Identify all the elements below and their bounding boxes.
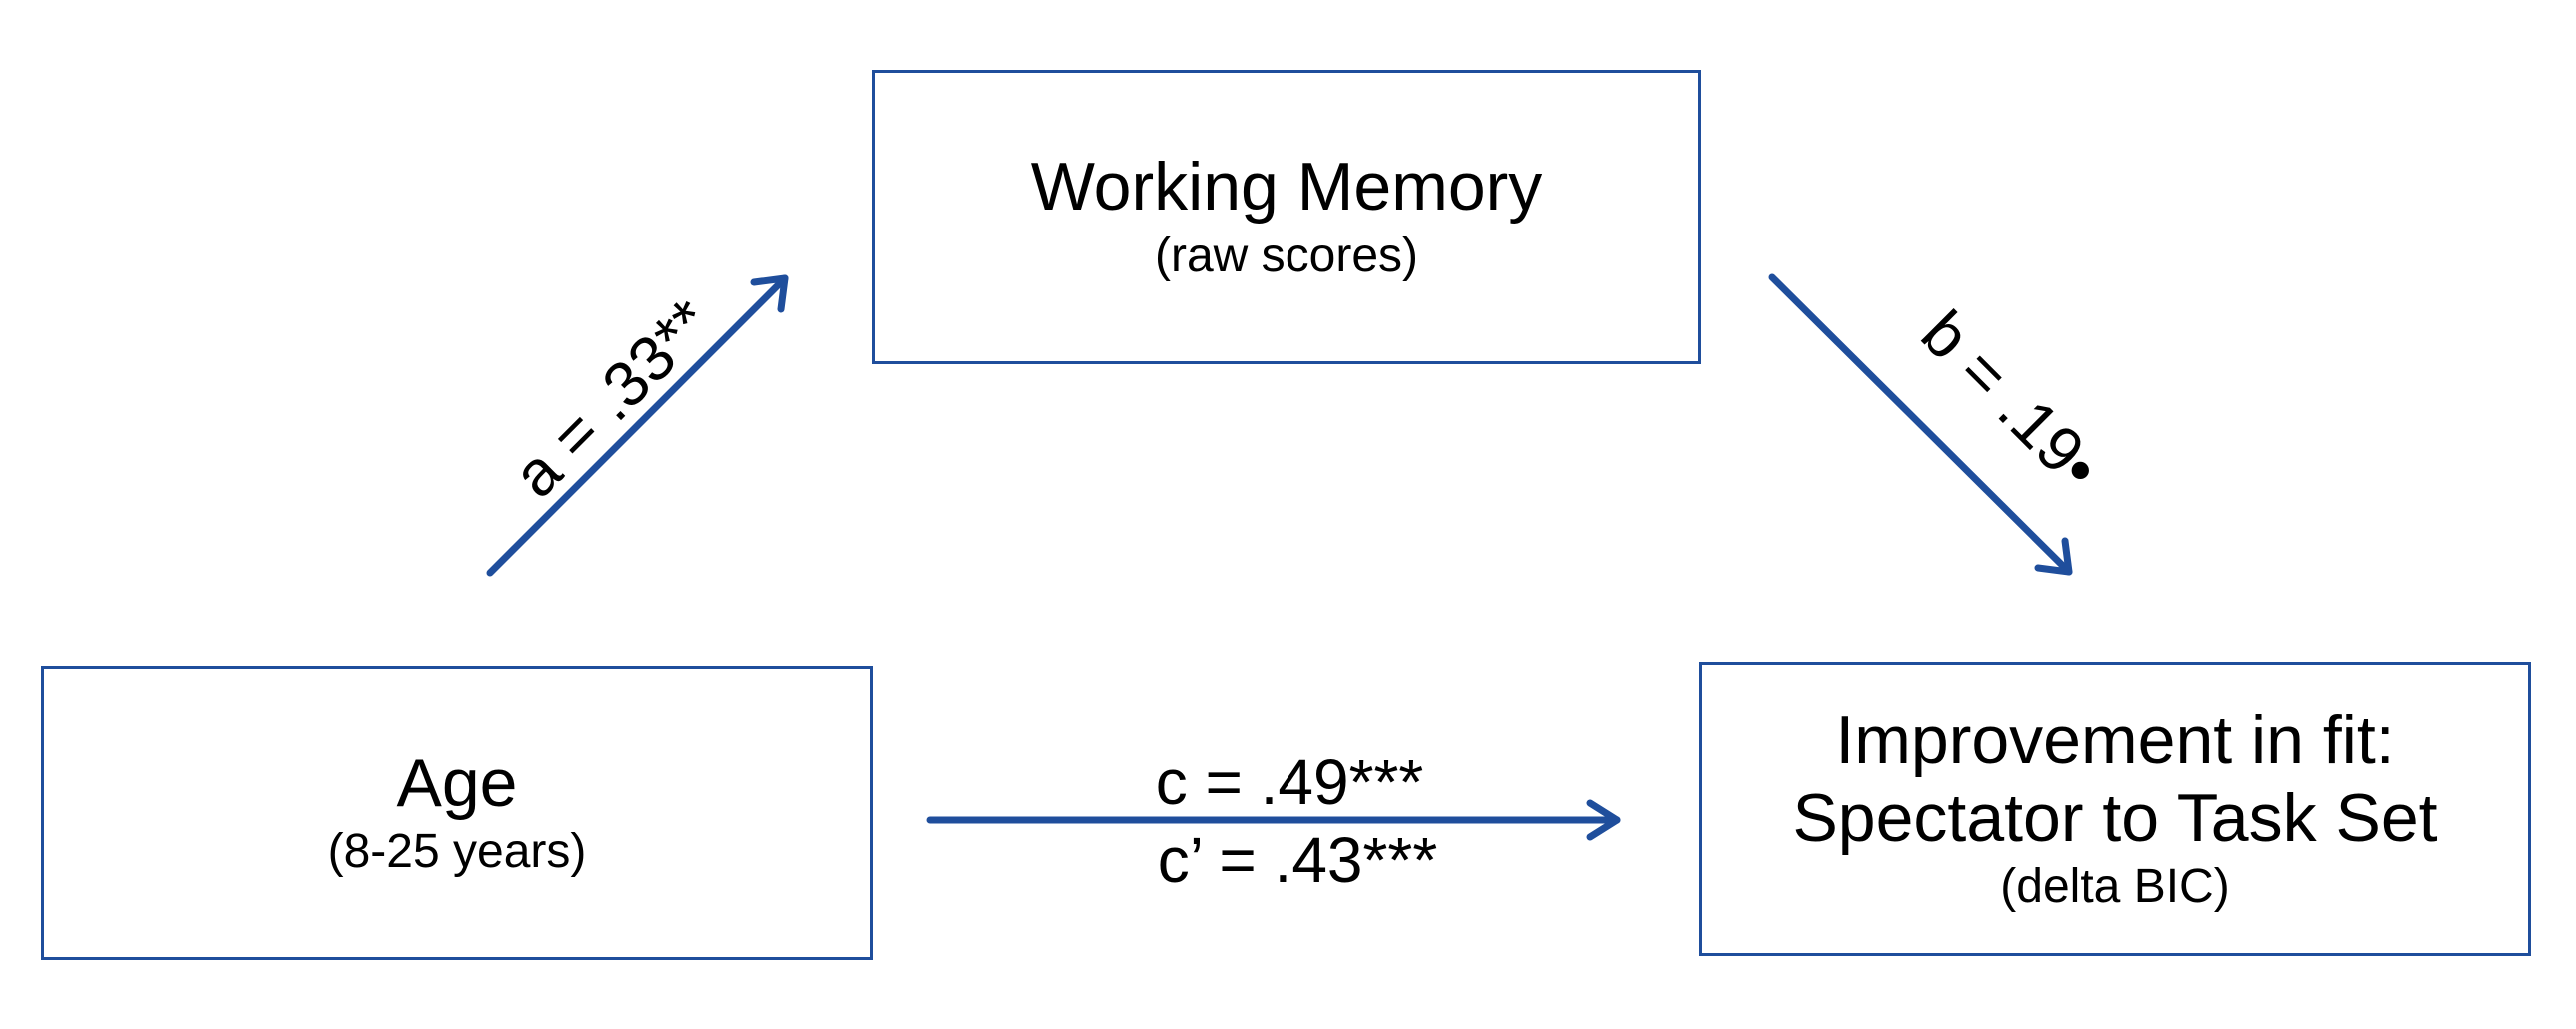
improvement-title-line2: Spectator to Task Set — [1792, 780, 2438, 856]
arrow-b-line — [1768, 273, 2073, 576]
arrow-b-head — [2034, 537, 2073, 576]
arrow-a-line — [486, 274, 789, 577]
working-memory-subtitle: (raw scores) — [1154, 229, 1419, 283]
improvement-box: Improvement in fit: Spectator to Task Se… — [1699, 662, 2531, 956]
improvement-title-line1: Improvement in fit: — [1835, 701, 2395, 778]
age-title: Age — [396, 744, 518, 821]
age-subtitle: (8-25 years) — [327, 825, 587, 879]
working-memory-box: Working Memory (raw scores) — [872, 70, 1701, 364]
path-c-prime-label: c’ = .43*** — [1157, 824, 1438, 896]
path-c-label: c = .49*** — [1155, 746, 1424, 818]
arrow-a-head — [750, 274, 789, 313]
arrow-c-head — [1586, 799, 1621, 841]
working-memory-title: Working Memory — [1030, 148, 1543, 225]
age-box: Age (8-25 years) — [41, 666, 873, 960]
improvement-subtitle: (delta BIC) — [2000, 860, 2230, 914]
